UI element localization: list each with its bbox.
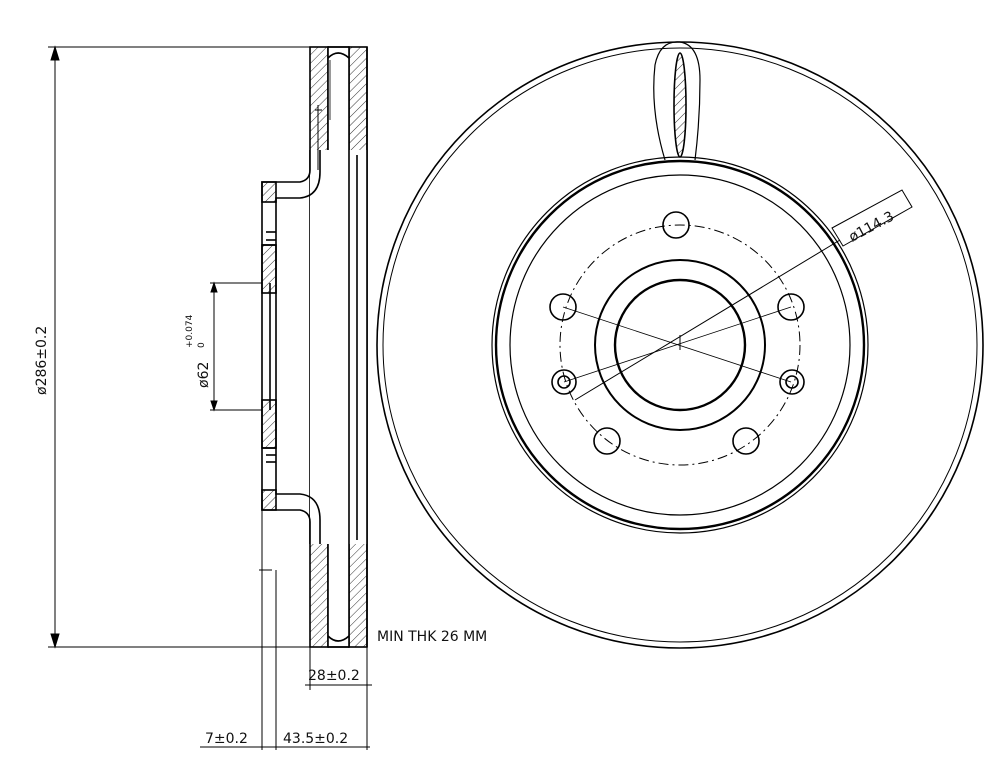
hat-outer-edge [494, 159, 866, 531]
min-thickness-label: MIN THK 26 MM [377, 629, 487, 645]
stud-holes [549, 211, 805, 455]
height-label: 43.5±0.2 [283, 731, 348, 747]
inner-friction-edge [382, 47, 978, 643]
wear-indicator-slot [653, 41, 701, 161]
offset-label: 7±0.2 [205, 731, 248, 747]
bore-tolerance-lower: 0 [197, 342, 207, 348]
front-view [376, 41, 984, 649]
pcd-circle [559, 224, 801, 466]
bore-tolerance-upper: +0.074 [185, 314, 195, 348]
hub-hat [261, 150, 321, 544]
pcd-callout [831, 189, 913, 247]
overall-diameter-label: ø286±0.2 [34, 326, 50, 395]
pcd-label: ø114.3 [846, 209, 896, 246]
section-dimensions [48, 45, 372, 750]
center-bore [613, 278, 747, 412]
bore-diameter-label: ø62 [196, 362, 212, 388]
threaded-holes [551, 369, 805, 395]
section-view [261, 46, 368, 648]
thickness-label: 28±0.2 [308, 668, 360, 684]
